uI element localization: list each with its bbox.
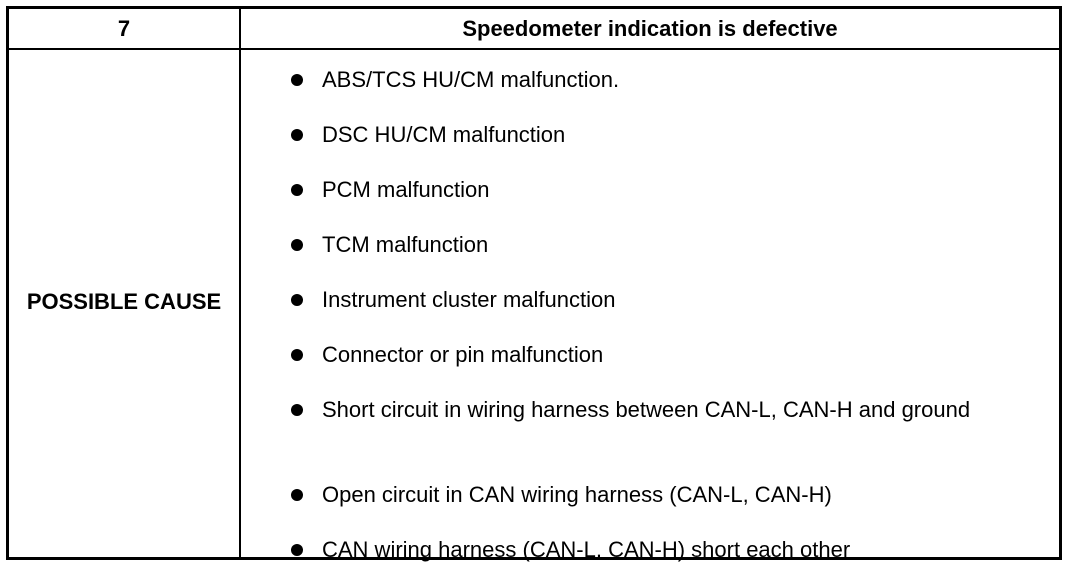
bullet-icon xyxy=(291,404,303,416)
column-divider xyxy=(239,9,241,557)
bullet-icon xyxy=(291,294,303,306)
cause-text: ABS/TCS HU/CM malfunction. xyxy=(322,67,620,92)
cause-text: Connector or pin malfunction xyxy=(322,342,604,367)
bullet-icon xyxy=(291,74,303,86)
bullet-icon xyxy=(291,239,303,251)
table-header-row: 7 Speedometer indication is defective xyxy=(9,9,1059,50)
step-number: 7 xyxy=(117,16,131,41)
bullet-icon xyxy=(291,184,303,196)
troubleshooting-table: 7 Speedometer indication is defective PO… xyxy=(6,6,1062,562)
cause-text: Open circuit in CAN wiring harness (CAN-… xyxy=(322,482,832,507)
cause-text: CAN wiring harness (CAN-L, CAN-H) short … xyxy=(322,537,851,562)
bullet-icon xyxy=(291,489,303,501)
symptom-title: Speedometer indication is defective xyxy=(462,16,838,41)
bullet-icon xyxy=(291,349,303,361)
cause-text: PCM malfunction xyxy=(322,177,490,202)
possible-cause-list: ABS/TCS HU/CM malfunction. DSC HU/CM mal… xyxy=(241,50,1059,562)
cause-text: TCM malfunction xyxy=(322,232,489,257)
cause-text: Instrument cluster malfunction xyxy=(322,287,616,312)
bullet-icon xyxy=(291,544,303,556)
possible-cause-label: POSSIBLE CAUSE xyxy=(9,50,239,560)
possible-cause-label-text: POSSIBLE CAUSE xyxy=(26,289,222,314)
bullet-icon xyxy=(291,129,303,141)
cause-text: DSC HU/CM malfunction xyxy=(322,122,566,147)
cause-text: Short circuit in wiring harness between … xyxy=(322,397,971,422)
